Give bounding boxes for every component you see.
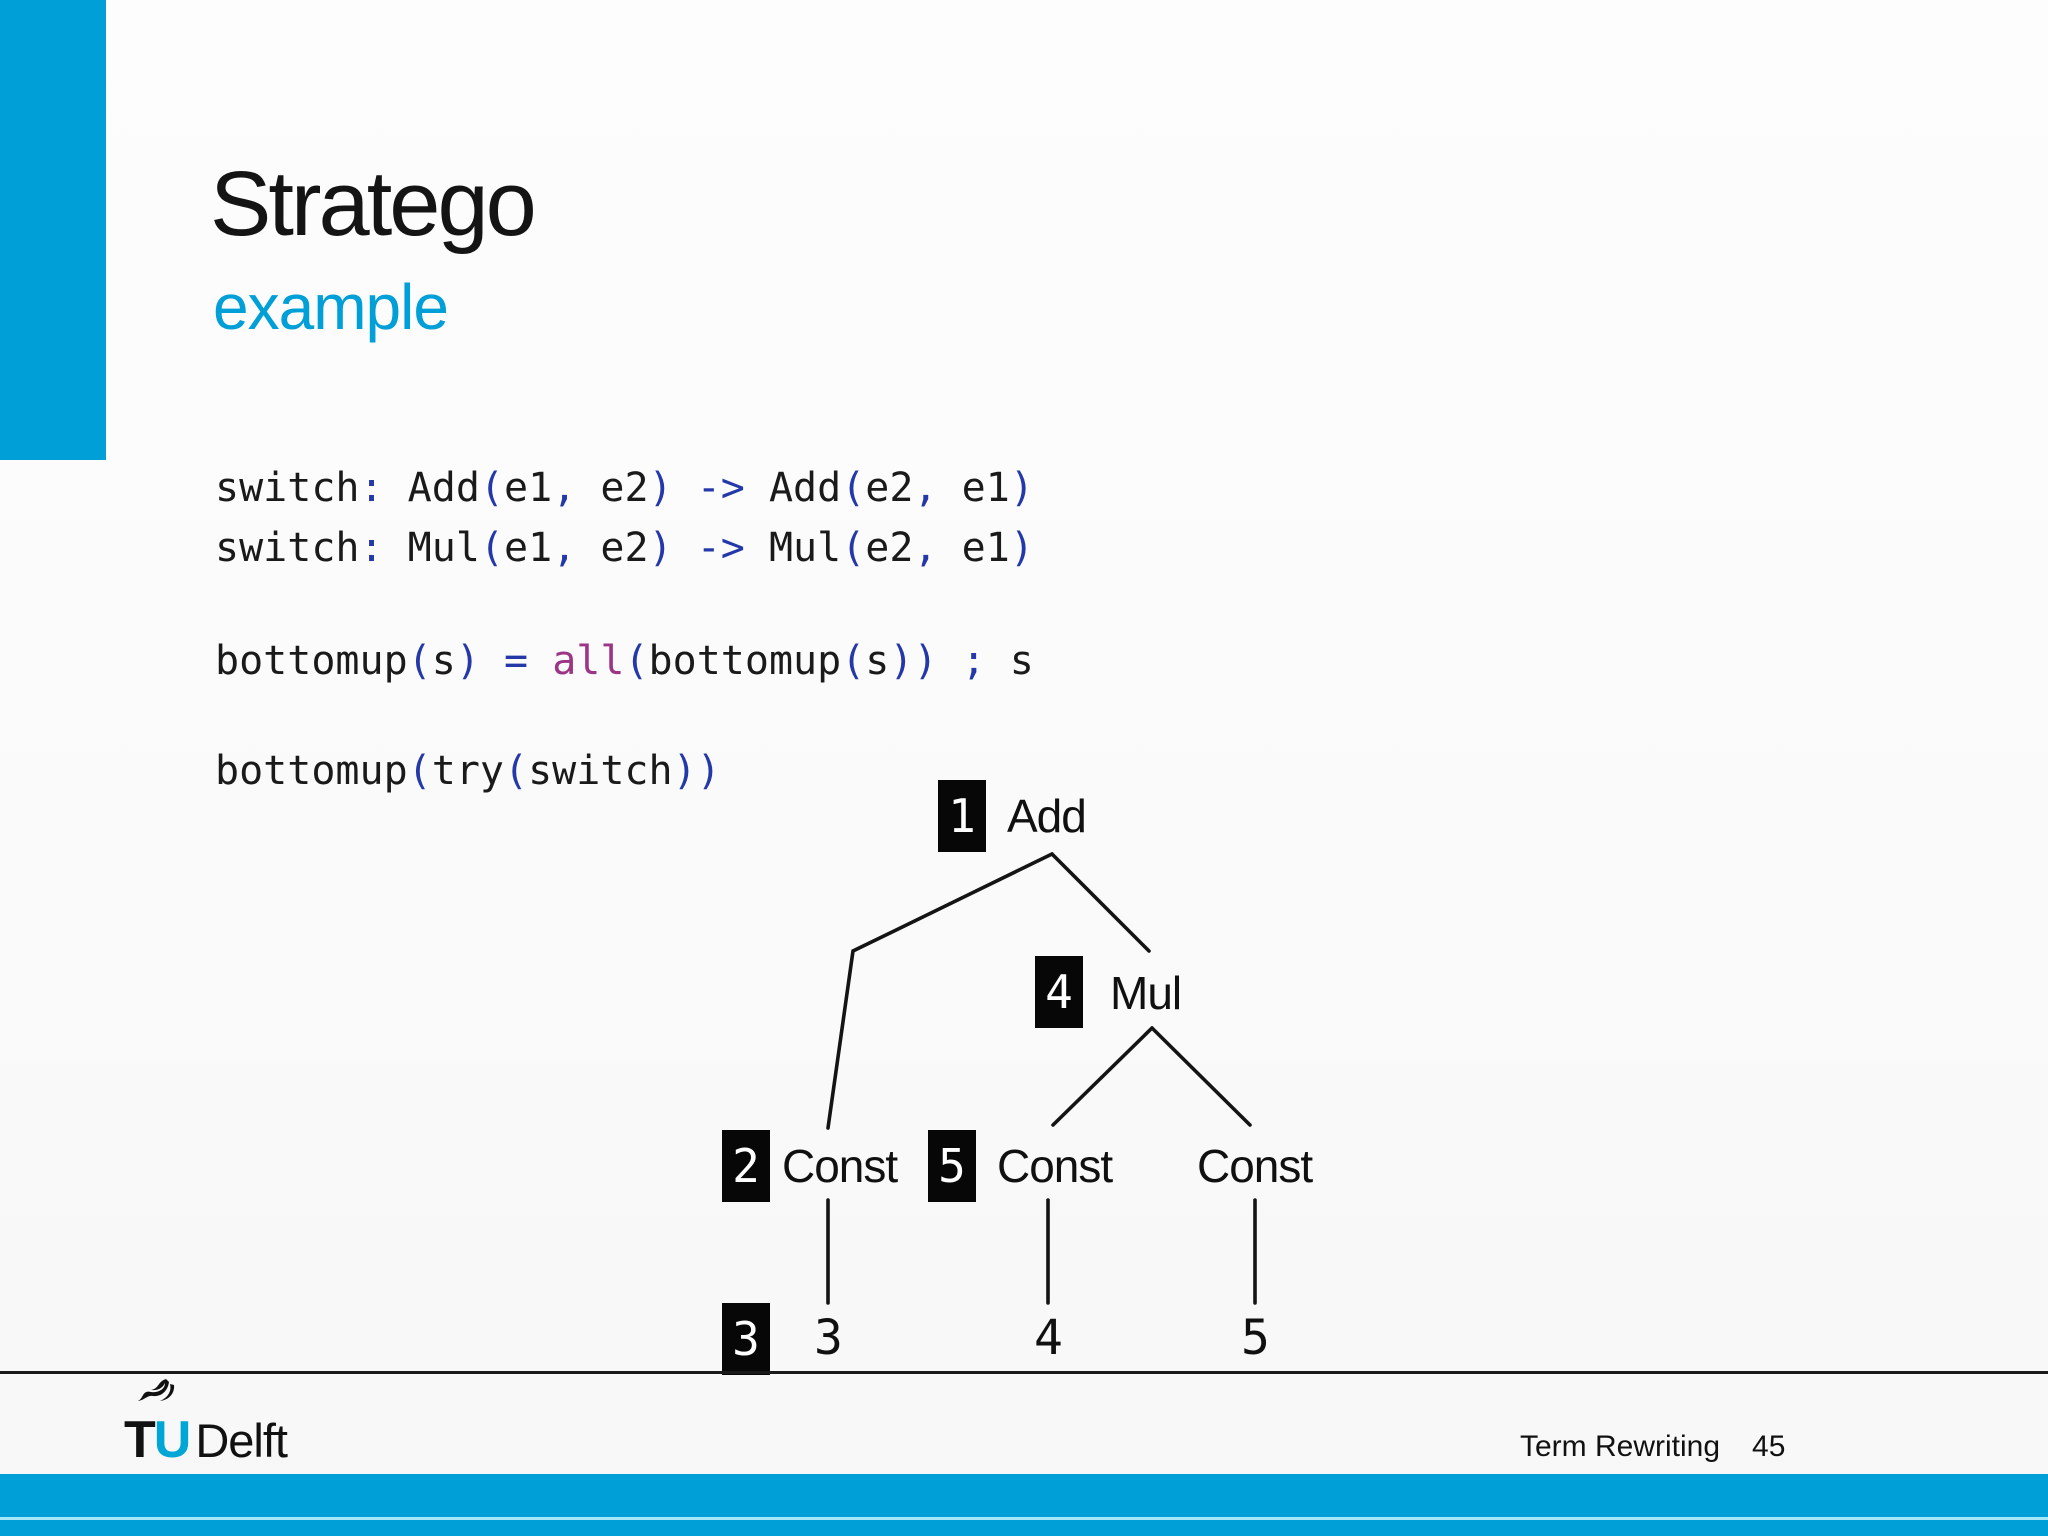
tree-node-mul: Mul — [1110, 967, 1182, 1019]
code-token: Mul — [383, 525, 480, 571]
code-token: ( — [479, 465, 505, 511]
tree-node-const1: Const — [782, 1140, 898, 1192]
code-token: ) — [648, 525, 673, 571]
code-token: try — [431, 748, 504, 794]
bottom-accent-band-lower — [0, 1520, 2048, 1536]
code-token: ( — [407, 748, 432, 794]
visit-order-badge-leaf: 3 — [722, 1303, 770, 1375]
code-token: Mul — [768, 525, 842, 571]
tree-leaf-3: 3 — [814, 1310, 843, 1366]
visit-order-badge-const1: 2 — [722, 1130, 770, 1202]
code-token: e1 — [504, 465, 553, 511]
code-token: ) — [1009, 525, 1034, 571]
footer-page-number: 45 — [1752, 1430, 1786, 1463]
bottom-band-separator — [0, 1517, 2048, 1520]
bottom-accent-band — [0, 1474, 2048, 1517]
code-token: : — [359, 465, 384, 511]
page-subtitle: example — [213, 271, 449, 343]
code-line-4: bottomup(try(switch)) — [215, 741, 721, 801]
code-token: switch — [215, 525, 360, 571]
code-token: , — [552, 465, 577, 511]
code-line-1: switch: Add(e1, e2) -> Add(e2, e1) — [215, 458, 1034, 518]
code-token: = — [479, 638, 553, 684]
tudelft-wordmark: T U Delft — [124, 1410, 288, 1470]
edge-add-to-mul — [1050, 852, 1151, 953]
code-token: e1 — [504, 525, 553, 571]
code-token: ( — [624, 638, 649, 684]
visit-order-badge-const2: 5 — [928, 1130, 976, 1202]
code-token: bottomup — [215, 748, 408, 794]
code-token: e1 — [937, 525, 1010, 571]
code-token: ( — [407, 638, 432, 684]
code-token: bottomup — [215, 638, 408, 684]
code-token: e2 — [865, 465, 914, 511]
logo-delft: Delft — [195, 1414, 288, 1467]
code-token: ( — [504, 748, 529, 794]
code-token: switch — [528, 748, 673, 794]
code-token: all — [552, 638, 625, 684]
code-token: ( — [841, 465, 866, 511]
tree-node-const3: Const — [1197, 1140, 1313, 1192]
tree-node-add: Add — [1007, 790, 1087, 842]
visit-order-badge-add: 1 — [938, 780, 986, 852]
code-token: ) — [648, 465, 673, 511]
code-token: , — [552, 525, 577, 571]
code-token: , — [913, 525, 938, 571]
code-token: switch — [215, 465, 360, 511]
code-token: ( — [479, 525, 505, 571]
code-token: e2 — [576, 525, 649, 571]
code-token: Add — [383, 465, 480, 511]
tree-leaf-4: 4 — [1034, 1310, 1063, 1366]
code-token: ( — [841, 638, 866, 684]
footer-divider — [0, 1371, 2048, 1374]
tree-node-const2: Const — [997, 1140, 1113, 1192]
code-token: -> — [672, 465, 769, 511]
tudelft-flame-icon — [138, 1379, 175, 1401]
code-token: Add — [768, 465, 842, 511]
page-title: Stratego — [210, 153, 537, 255]
footer-course-title: Term Rewriting — [1520, 1430, 1721, 1463]
edge-add-to-const1 — [826, 852, 1054, 1130]
code-token: ( — [841, 525, 866, 571]
code-token: ) — [455, 638, 480, 684]
code-token: s — [431, 638, 456, 684]
code-line-2: switch: Mul(e1, e2) -> Mul(e2, e1) — [215, 518, 1034, 578]
code-token: s — [1009, 638, 1034, 684]
code-token: e1 — [937, 465, 1010, 511]
code-line-3: bottomup(s) = all(bottomup(s)) ; s — [215, 631, 1034, 691]
code-token: bottomup — [648, 638, 842, 684]
footer-meta: Term Rewriting 45 — [1520, 1430, 1785, 1464]
code-token: -> — [672, 525, 769, 571]
code-token: e2 — [576, 465, 649, 511]
code-token: , — [913, 465, 938, 511]
visit-order-badge-mul: 4 — [1035, 956, 1083, 1028]
code-token: e2 — [865, 525, 914, 571]
logo-letter-t: T — [124, 1411, 156, 1469]
left-accent-bar — [0, 0, 106, 460]
tree-leaf-5: 5 — [1241, 1310, 1270, 1366]
code-token: ; — [937, 638, 1010, 684]
edge-mul-to-const2 — [1051, 1026, 1154, 1127]
code-token: ) — [1009, 465, 1034, 511]
code-token: s — [865, 638, 890, 684]
edge-mul-to-const3 — [1150, 1026, 1252, 1127]
tudelft-logo: T U Delft — [124, 1378, 384, 1470]
code-token: )) — [889, 638, 938, 684]
code-token: )) — [672, 748, 721, 794]
logo-letter-u: U — [153, 1411, 192, 1469]
code-token: : — [359, 525, 384, 571]
